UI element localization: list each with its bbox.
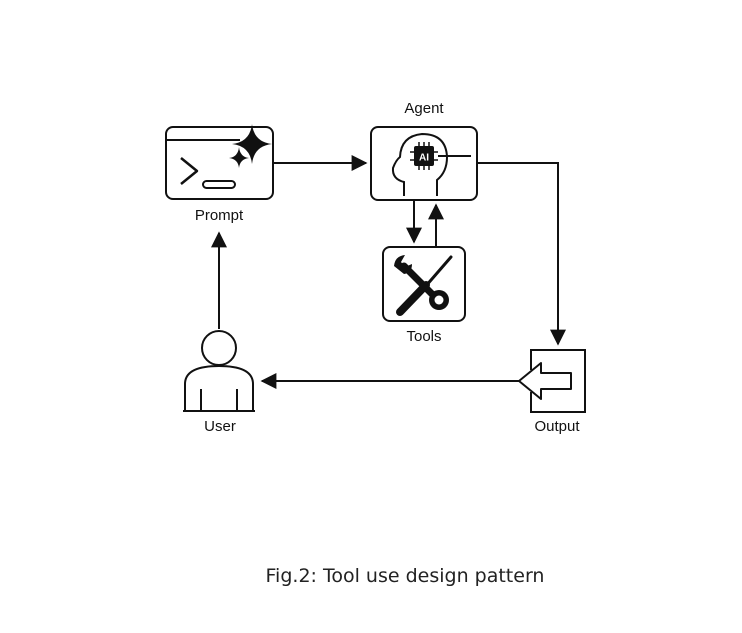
chip-pins xyxy=(410,142,438,170)
prompt-node xyxy=(165,124,274,200)
agent-node: AI xyxy=(370,126,478,201)
person-icon xyxy=(183,330,255,412)
tools-node xyxy=(382,246,466,322)
agent-label: Agent xyxy=(404,100,444,117)
user-label: User xyxy=(204,418,236,435)
prompt-label: Prompt xyxy=(194,207,244,224)
output-arrow-icon xyxy=(518,349,586,413)
ai-chip-text: AI xyxy=(419,153,429,164)
user-node xyxy=(183,330,255,412)
terminal-prompt-icon xyxy=(180,157,236,189)
ai-head-icon: AI xyxy=(391,132,471,196)
figure-caption: Fig.2: Tool use design pattern xyxy=(265,565,545,587)
sparkle-icon xyxy=(229,124,272,168)
edges xyxy=(211,155,566,389)
wrench-screwdriver-icon xyxy=(394,255,453,316)
output-label: Output xyxy=(534,418,580,435)
edge-agent-to-output xyxy=(477,162,566,346)
output-node xyxy=(518,349,586,413)
tools-label: Tools xyxy=(406,328,442,345)
